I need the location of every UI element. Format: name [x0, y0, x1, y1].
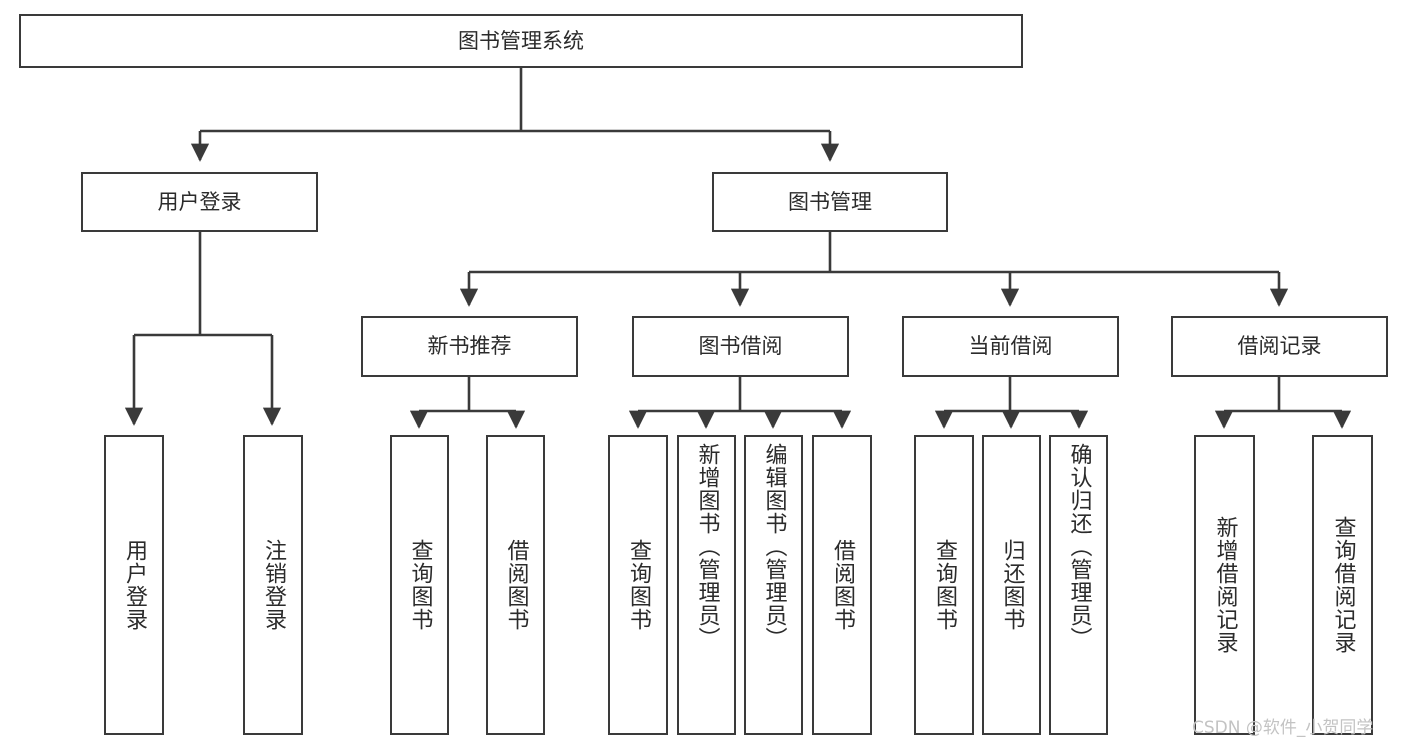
leaf-edit-book-label: 编辑图书（管理员） [761, 443, 787, 650]
leaf-query-book-1[interactable]: 查询图书 [390, 435, 449, 735]
leaf-return-book-label: 归还图书 [999, 539, 1025, 631]
node-book-management-label: 图书管理 [788, 189, 872, 214]
leaf-logout-label: 注销登录 [261, 539, 286, 631]
leaf-user-login[interactable]: 用户登录 [104, 435, 164, 735]
leaf-edit-book[interactable]: 编辑图书（管理员） [744, 435, 803, 735]
leaf-borrow-book-2[interactable]: 借阅图书 [812, 435, 872, 735]
leaf-query-book-3-label: 查询图书 [932, 539, 957, 631]
leaf-return-book[interactable]: 归还图书 [982, 435, 1041, 735]
leaf-logout[interactable]: 注销登录 [243, 435, 303, 735]
leaf-borrow-book-2-label: 借阅图书 [830, 539, 855, 631]
leaf-confirm-return[interactable]: 确认归还（管理员） [1049, 435, 1108, 735]
node-root-label: 图书管理系统 [458, 28, 584, 53]
leaf-borrow-book-1[interactable]: 借阅图书 [486, 435, 545, 735]
node-root[interactable]: 图书管理系统 [19, 14, 1023, 68]
node-book-borrow[interactable]: 图书借阅 [632, 316, 849, 377]
leaf-borrow-book-1-label: 借阅图书 [503, 539, 529, 631]
leaf-add-book[interactable]: 新增图书（管理员） [677, 435, 736, 735]
node-book-borrow-label: 图书借阅 [698, 334, 783, 359]
leaf-query-book-2[interactable]: 查询图书 [608, 435, 668, 735]
csdn-watermark: CSDN @软件_小贺同学 [1192, 718, 1374, 738]
node-user-login[interactable]: 用户登录 [81, 172, 318, 232]
leaf-query-book-2-label: 查询图书 [626, 539, 651, 631]
node-new-book-recommend[interactable]: 新书推荐 [361, 316, 578, 377]
node-new-book-recommend-label: 新书推荐 [427, 334, 512, 359]
node-borrow-record[interactable]: 借阅记录 [1171, 316, 1388, 377]
leaf-add-record[interactable]: 新增借阅记录 [1194, 435, 1255, 735]
leaf-query-record[interactable]: 查询借阅记录 [1312, 435, 1373, 735]
leaf-query-book-3[interactable]: 查询图书 [914, 435, 974, 735]
leaf-add-record-label: 新增借阅记录 [1212, 516, 1238, 654]
node-current-borrow-label: 当前借阅 [968, 334, 1053, 359]
leaf-add-book-label: 新增图书（管理员） [694, 443, 720, 650]
node-borrow-record-label: 借阅记录 [1237, 334, 1322, 359]
node-current-borrow[interactable]: 当前借阅 [902, 316, 1119, 377]
leaf-confirm-return-label: 确认归还（管理员） [1066, 443, 1092, 650]
node-book-management[interactable]: 图书管理 [712, 172, 948, 232]
leaf-query-book-1-label: 查询图书 [407, 539, 433, 631]
leaf-query-record-label: 查询借阅记录 [1330, 516, 1356, 654]
leaf-user-login-label: 用户登录 [122, 539, 147, 631]
node-user-login-label: 用户登录 [157, 189, 242, 214]
